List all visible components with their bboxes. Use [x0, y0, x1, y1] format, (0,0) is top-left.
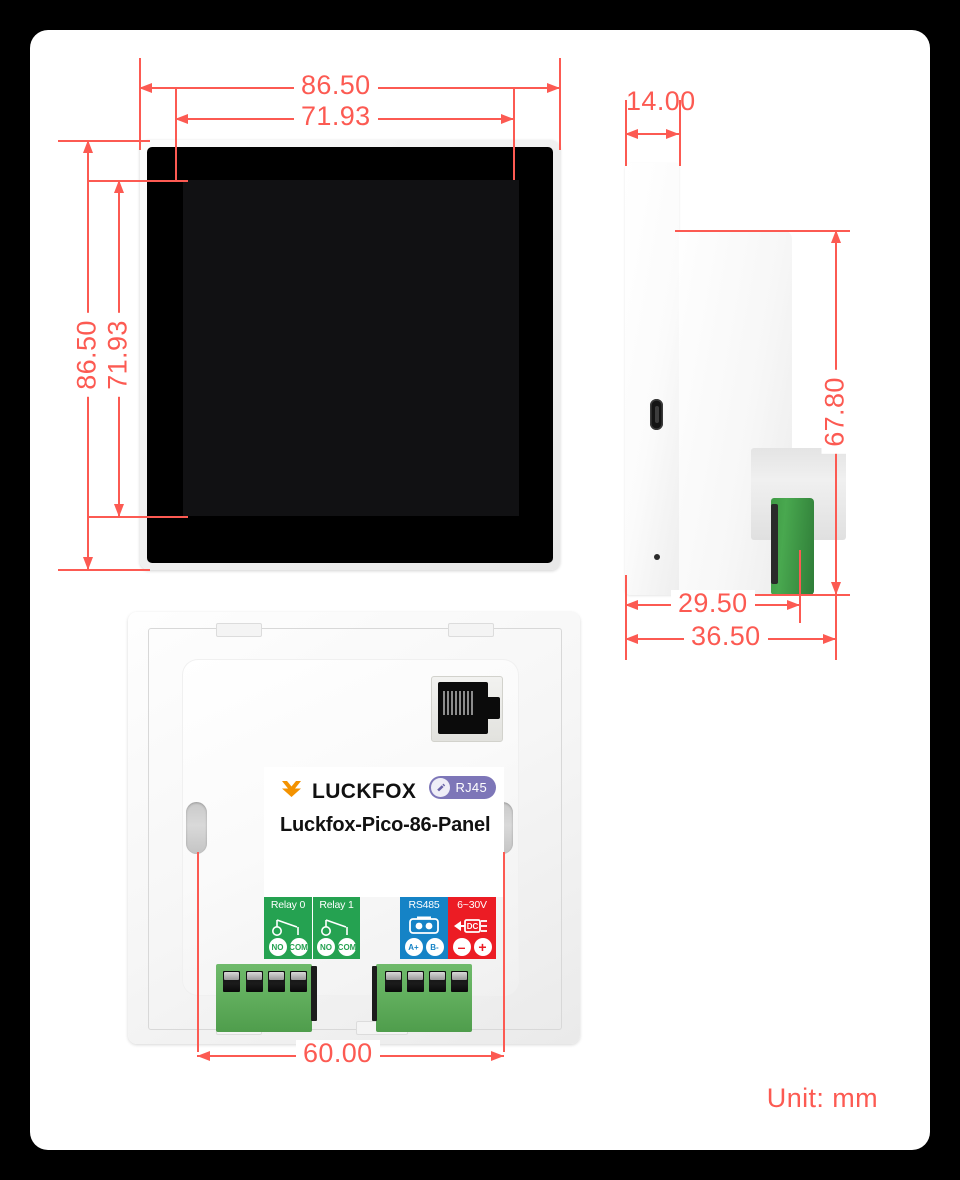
legend-tile-power: 6~30V DC	[448, 897, 496, 959]
legend-title: Relay 0	[270, 899, 306, 911]
dim-front-screen-height-71-93-label: 71.93	[103, 313, 133, 397]
terminal-shadow	[372, 966, 377, 1021]
legend-tile-rs485: RS485 A+ B-	[400, 897, 448, 959]
ext-line-front-bottom-screen	[88, 516, 188, 518]
brand-name: LUCKFOX	[312, 780, 417, 803]
side-view	[625, 140, 846, 595]
back-view: LUCKFOX Luckfox-Pico-86-Panel	[128, 612, 580, 1044]
legend-pin: +	[473, 938, 492, 956]
silkscreen-label: LUCKFOX Luckfox-Pico-86-Panel	[264, 767, 504, 897]
back-frame: LUCKFOX Luckfox-Pico-86-Panel	[128, 612, 580, 1044]
legend-pins: NO COM	[264, 938, 312, 956]
terminal-screw	[385, 971, 402, 992]
views-stage: 86.50 71.93 86.50 71.93	[30, 30, 930, 1150]
front-bezel	[140, 140, 560, 570]
legend-pin: A+	[404, 938, 423, 956]
terminal-screw	[407, 971, 424, 992]
legend-title: Relay 1	[319, 899, 354, 911]
legend-pin: COM	[289, 938, 308, 956]
terminal-screw	[429, 971, 446, 992]
legend-tile-relay0: Relay 0 NO COM	[264, 897, 312, 959]
rj45-badge: RJ45	[429, 776, 496, 799]
relay-symbol-icon	[320, 918, 348, 936]
legend-pins: A+ B-	[400, 938, 448, 956]
front-active-display-area	[183, 180, 519, 516]
ext-line-side-right	[679, 100, 681, 166]
side-faceplate	[625, 163, 679, 595]
power-rs485-terminal-block	[372, 964, 472, 1032]
dim-side-height-67-80-label: 67.80	[820, 370, 850, 454]
ext-line-side-depth-29-right	[799, 550, 801, 623]
dim-back-mount-spacing-60-00-label: 60.00	[296, 1040, 380, 1067]
dim-front-height-86-50-label: 86.50	[72, 313, 102, 397]
mount-slot-left	[186, 802, 207, 854]
white-sheet: 86.50 71.93 86.50 71.93	[30, 30, 930, 1150]
ethernet-icon	[431, 778, 451, 797]
legend-pin: B-	[425, 938, 444, 956]
frame-tab-top-right	[448, 623, 494, 637]
ext-line-side-depth-36-right	[835, 550, 837, 660]
legend-pins: NO COM	[313, 938, 360, 956]
dim-front-screen-width-71-93-label: 71.93	[294, 103, 378, 130]
status-led-icon	[654, 554, 660, 560]
dim-side-depth-36-50-label: 36.50	[684, 623, 768, 650]
dim-side-thickness-14-00-label: 14.00	[626, 86, 696, 116]
dim-side-depth-29-50-label: 29.50	[671, 590, 755, 617]
ext-line-front-right-outer	[559, 58, 561, 150]
rj45-ethernet-jack	[431, 676, 503, 742]
terminal-shadow	[311, 966, 317, 1021]
front-view	[140, 140, 560, 570]
rj45-badge-text: RJ45	[455, 780, 487, 795]
gradient-border-frame: 86.50 71.93 86.50 71.93	[30, 30, 930, 1150]
legend-pin: COM	[338, 938, 356, 956]
ext-line-front-top-outer	[58, 140, 150, 142]
terminal-screw	[268, 971, 285, 992]
relay-symbol-icon	[272, 918, 299, 936]
connector-legend: Relay 0 NO COM	[264, 897, 496, 959]
ext-line-back-mount-right	[503, 852, 505, 1052]
legend-title: RS485	[408, 899, 440, 911]
side-green-terminal-connector	[771, 498, 814, 595]
legend-title: 6~30V	[457, 899, 487, 911]
terminal-screw	[451, 971, 468, 992]
rj45-opening	[438, 682, 488, 734]
legend-pin: NO	[317, 938, 335, 956]
unit-note: Unit: mm	[766, 1083, 878, 1113]
back-inner-wall	[148, 628, 562, 1030]
ext-line-side-bottom-67-80	[730, 594, 850, 596]
relay-terminal-block	[216, 964, 317, 1032]
luckfox-logo-icon	[280, 780, 304, 804]
legend-tile-relay1: Relay 1 NO COM	[312, 897, 360, 959]
ext-line-back-mount-left	[197, 852, 199, 1052]
rj45-latch-slot	[486, 697, 500, 719]
ext-line-front-bottom-outer	[58, 569, 150, 571]
frame-tab-top-left	[216, 623, 262, 637]
dim-side-thickness-14-00-line	[625, 133, 679, 135]
ext-line-front-left-screen	[175, 88, 177, 180]
ext-line-front-right-screen	[513, 88, 515, 180]
legend-pins: – +	[448, 938, 496, 956]
dim-front-width-86-50-label: 86.50	[294, 72, 378, 99]
dc-power-symbol-icon: DC	[454, 918, 487, 933]
terminal-screw	[246, 971, 263, 992]
terminal-screw	[290, 971, 307, 992]
svg-text:DC: DC	[467, 922, 479, 931]
usb-c-port-icon	[650, 399, 663, 430]
ext-line-side-top-67-80	[675, 230, 850, 232]
product-name: Luckfox-Pico-86-Panel	[280, 814, 491, 836]
rs485-symbol-icon	[409, 916, 439, 934]
legend-gap	[360, 897, 400, 959]
front-glass	[147, 147, 553, 563]
ext-line-side-depth-left	[625, 575, 627, 660]
legend-pin: NO	[268, 938, 287, 956]
brand-row: LUCKFOX	[280, 780, 416, 804]
ext-line-front-top-screen	[88, 180, 188, 182]
terminal-screw	[223, 971, 240, 992]
legend-pin: –	[452, 938, 471, 956]
ext-line-front-left-outer	[139, 58, 141, 150]
